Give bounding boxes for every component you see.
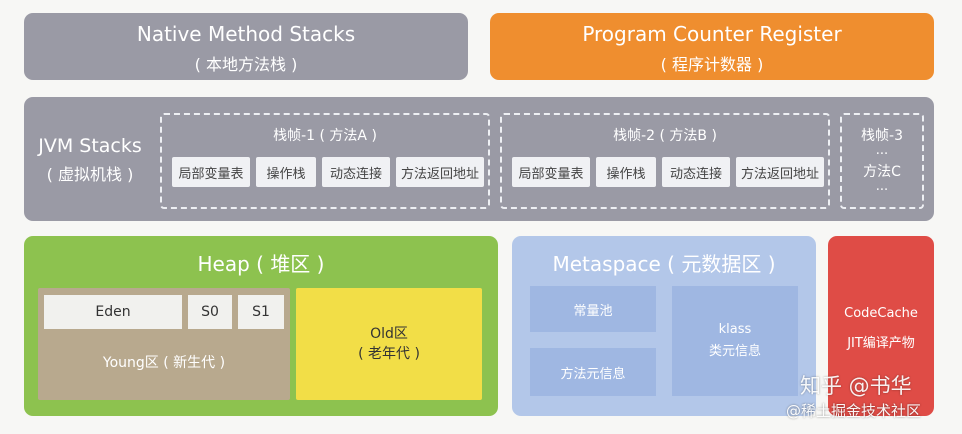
program-counter-register-title: Program Counter Register — [582, 22, 842, 46]
stack-frame-3: 栈帧-3 ... 方法C ... — [840, 113, 924, 209]
operand-stack: 操作栈 — [256, 157, 316, 187]
local-variable-table: 局部变量表 — [512, 157, 590, 187]
codecache-panel: CodeCache JIT编译产物 — [828, 236, 934, 416]
metaspace-panel: Metaspace ( 元数据区 ) 常量池 方法元信息 klass 类元信息 — [512, 236, 816, 416]
dynamic-linking: 动态连接 — [662, 157, 730, 187]
watermark-zhihu: 知乎 @书华 — [800, 374, 912, 398]
stack-frame-3-method: 方法C — [863, 164, 901, 180]
watermark-juejin: @稀土掘金技术社区 — [786, 402, 922, 420]
stack-frame-3-dots-top: ... — [875, 143, 889, 158]
stack-frame-1: 栈帧-1 ( 方法A ) 局部变量表 操作栈 动态连接 方法返回地址 — [160, 113, 490, 209]
metaspace-title: Metaspace ( 元数据区 ) — [552, 252, 776, 276]
stack-frame-3-title: 栈帧-3 — [861, 128, 903, 144]
heap-title: Heap ( 堆区 ) — [197, 252, 325, 276]
native-method-stacks-subtitle: ( 本地方法栈 ) — [194, 55, 298, 74]
program-counter-register-subtitle: ( 程序计数器 ) — [660, 55, 764, 74]
survivor-s1: S1 — [238, 295, 284, 329]
return-address: 方法返回地址 — [736, 157, 824, 187]
native-method-stacks-panel: Native Method Stacks ( 本地方法栈 ) — [24, 13, 468, 80]
klass-metadata: klass 类元信息 — [672, 286, 798, 396]
stack-frame-2: 栈帧-2 ( 方法B ) 局部变量表 操作栈 动态连接 方法返回地址 — [500, 113, 830, 209]
stack-frame-3-dots-bottom: ... — [875, 179, 889, 194]
return-address: 方法返回地址 — [396, 157, 484, 187]
eden-space: Eden — [44, 295, 182, 329]
heap-panel: Heap ( 堆区 ) Eden S0 S1 Young区 ( 新生代 ) Ol… — [24, 236, 498, 416]
survivor-s0: S0 — [188, 295, 232, 329]
local-variable-table: 局部变量表 — [172, 157, 250, 187]
codecache-subtitle: JIT编译产物 — [847, 336, 915, 351]
jvm-stacks-title: JVM Stacks — [38, 135, 142, 157]
jvm-stacks-panel: JVM Stacks ( 虚拟机栈 ) 栈帧-1 ( 方法A ) 局部变量表 操… — [24, 97, 934, 221]
jvm-stacks-subtitle: ( 虚拟机栈 ) — [46, 165, 134, 184]
operand-stack: 操作栈 — [596, 157, 656, 187]
young-generation-label: Young区 ( 新生代 ) — [102, 355, 226, 371]
native-method-stacks-title: Native Method Stacks — [136, 22, 356, 46]
stack-frame-2-title: 栈帧-2 ( 方法B ) — [613, 128, 717, 144]
method-metadata: 方法元信息 — [530, 348, 656, 396]
constant-pool: 常量池 — [530, 286, 656, 332]
codecache-title: CodeCache — [844, 306, 918, 321]
dynamic-linking: 动态连接 — [322, 157, 390, 187]
old-generation: Old区 ( 老年代 ) — [296, 288, 482, 400]
young-generation: Eden S0 S1 Young区 ( 新生代 ) — [38, 288, 290, 400]
stack-frame-1-title: 栈帧-1 ( 方法A ) — [273, 128, 377, 144]
program-counter-register-panel: Program Counter Register ( 程序计数器 ) — [490, 13, 934, 80]
